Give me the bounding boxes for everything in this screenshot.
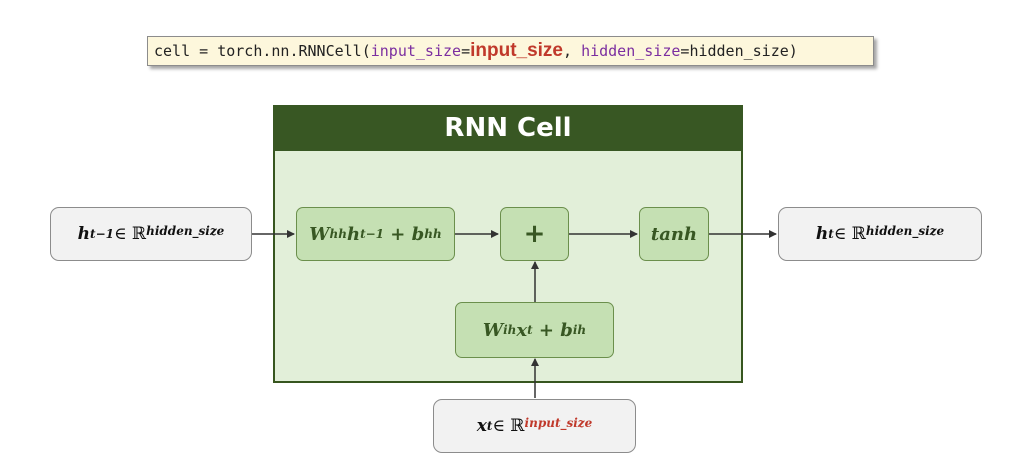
code-eq2: = (680, 42, 690, 60)
wih-plus: + (532, 319, 561, 341)
wih-b: b (560, 319, 573, 341)
code-eq1: = (461, 42, 471, 60)
code-prefix: cell = torch.nn.RNNCell( (154, 42, 371, 60)
code-arg2-value: hidden_size (689, 42, 789, 60)
h-t-sup: hidden_size (865, 224, 945, 238)
h-t-var: h (815, 224, 829, 244)
plus-icon: + (523, 219, 546, 249)
whh-w-sub: hh (329, 227, 347, 241)
wih-w-sub: ih (503, 323, 517, 337)
h-prev-sup: hidden_size (146, 224, 225, 238)
code-snippet: cell = torch.nn.RNNCell(input_size=input… (147, 36, 874, 66)
rnn-cell-title: RNN Cell (273, 105, 743, 151)
h-prev-member: ∈ ℝ (114, 224, 147, 244)
h-prev-var: h (77, 224, 91, 244)
whh-plus: + (384, 223, 412, 245)
code-arg1-name: input_size (370, 42, 462, 60)
sum-node: + (500, 207, 569, 261)
h-t-sub: t (828, 227, 834, 241)
wih-w: W (482, 319, 504, 341)
tanh-activation: tanh (639, 207, 709, 261)
wih-x-sub: t (527, 323, 533, 337)
x-t-member: ∈ ℝ (492, 416, 525, 436)
h-t-member: ∈ ℝ (833, 224, 866, 244)
whh-b-sub: hh (424, 227, 442, 241)
whh-h-sub: t−1 (360, 227, 385, 241)
code-sep: , (563, 42, 582, 60)
whh-b: b (411, 223, 425, 245)
x-t-sub: t (486, 419, 493, 433)
code-arg1-value: input_size (470, 40, 563, 61)
whh-h: h (346, 223, 361, 245)
wih-x: x (516, 319, 528, 341)
wih-b-sub: ih (572, 323, 587, 337)
tanh-label: tanh (650, 223, 698, 245)
whh-w: W (309, 223, 330, 245)
code-suffix: ) (788, 42, 798, 60)
x-t-sup: input_size (524, 416, 593, 430)
h-prev-sub: t−1 (90, 227, 114, 241)
x-t-var: x (476, 416, 487, 436)
code-arg2-name: hidden_size (581, 42, 681, 60)
